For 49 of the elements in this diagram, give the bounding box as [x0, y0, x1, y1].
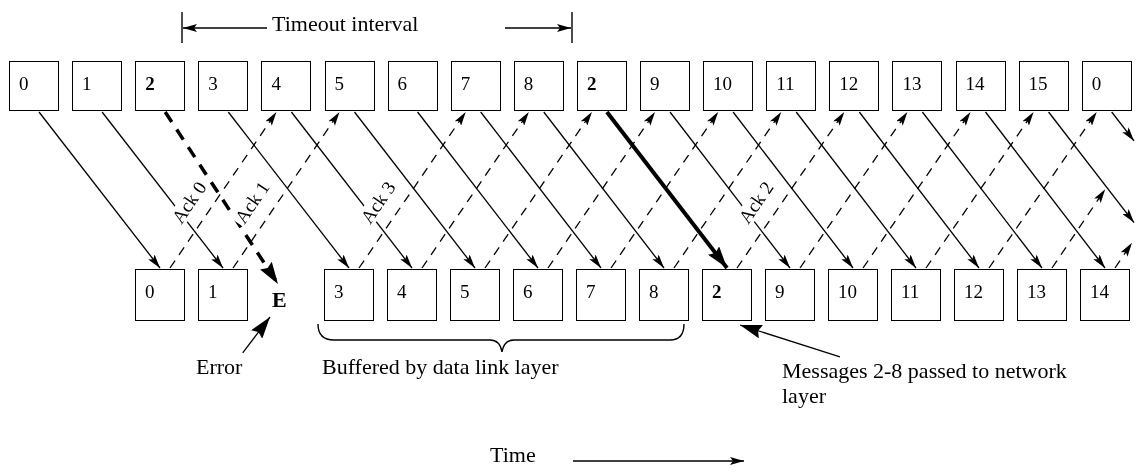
frame-box: 15 [1018, 61, 1069, 111]
frame-box: 13 [1017, 269, 1067, 321]
arrow [1047, 111, 1135, 224]
arrow [38, 111, 161, 269]
frame-box: 6 [513, 269, 563, 321]
frame-box: 8 [513, 61, 564, 111]
frame-box: 12 [829, 61, 880, 111]
frame-box: 13 [892, 61, 943, 111]
frame-box: 7 [450, 61, 501, 111]
frame-box: 5 [450, 269, 500, 321]
frame-box: 11 [766, 61, 817, 111]
dashed-arrow [1051, 188, 1106, 269]
frame-box: 4 [387, 269, 437, 321]
dashed-arrow [163, 111, 280, 285]
frame-box: 1 [198, 269, 248, 321]
frame-box: 2 [702, 269, 752, 321]
dashed-arrow [1114, 242, 1133, 269]
note-text: Error [196, 354, 266, 380]
frame-box: 7 [576, 269, 626, 321]
frame-box: 3 [324, 269, 374, 321]
frame-box: 9 [640, 61, 690, 111]
arrow [101, 111, 224, 269]
note-text: Messages 2-8 passed to network layer [782, 358, 1082, 409]
frame-box: 2 [135, 61, 186, 111]
frame-box: 0 [1081, 61, 1132, 111]
frame-box: 10 [703, 61, 754, 111]
frame-box: 2 [576, 61, 627, 111]
frame-box: 3 [198, 61, 249, 111]
frame-box: 1 [72, 61, 123, 111]
frame-box: 6 [387, 61, 438, 111]
frame-box: 9 [765, 269, 815, 321]
frame-box: 8 [639, 269, 689, 321]
error-mark: E [272, 287, 296, 315]
axis-label: Time [490, 444, 536, 466]
frame-box: 0 [135, 269, 185, 321]
frame-box: 11 [891, 269, 941, 321]
frame-box: 14 [955, 61, 1006, 111]
dashed-arrow [169, 111, 278, 269]
frame-box: 12 [954, 269, 1004, 321]
frame-box: 10 [828, 269, 878, 321]
arrow [290, 111, 413, 269]
frame-box: 5 [324, 61, 375, 111]
leader-arrow [739, 324, 841, 358]
leader-arrow [242, 316, 271, 354]
brace-label: Buffered by data link layer [322, 356, 559, 378]
frame-box: 0 [9, 61, 59, 111]
arrow [1111, 111, 1135, 142]
frame-box: 4 [261, 61, 312, 111]
frame-box: 14 [1080, 269, 1130, 321]
